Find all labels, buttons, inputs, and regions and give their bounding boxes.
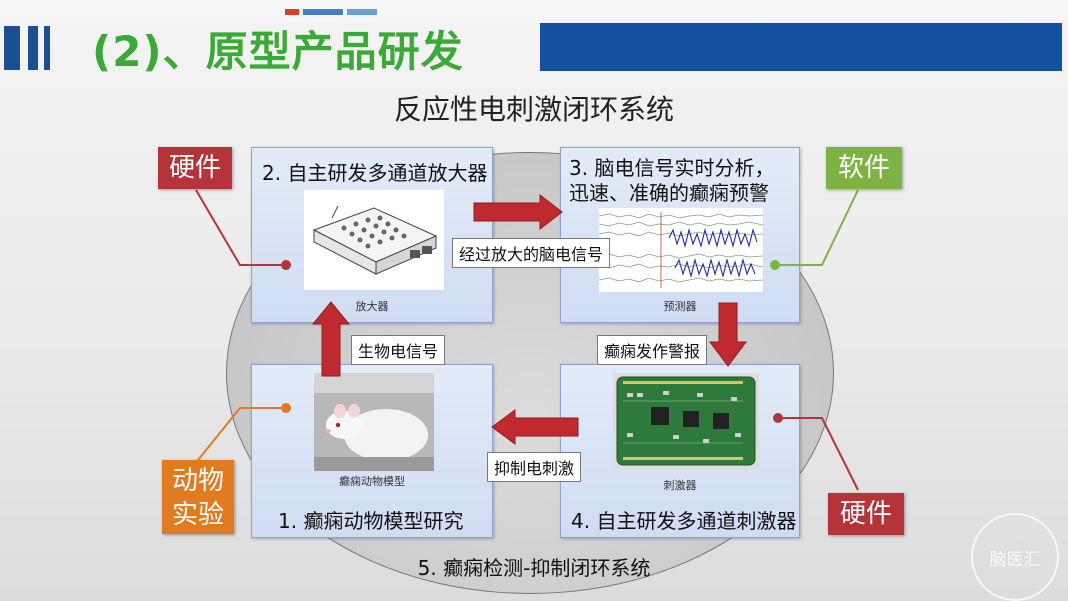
software-dot: [770, 260, 780, 270]
animal-experiment-tag: 动物 实验: [162, 460, 234, 534]
animal-box: 癫痫动物模型 1. 癫痫动物模型研究: [251, 364, 493, 538]
animal-caption: 癫痫动物模型: [339, 475, 405, 488]
analysis-label-line1: 3. 脑电信号实时分析，: [569, 156, 775, 180]
arrow-amplifier-to-analysis: [473, 193, 563, 231]
arrow-analysis-to-stimulator: [709, 302, 747, 367]
suppress-stim-note: 抑制电刺激: [487, 452, 582, 482]
animal-label: 1. 癫痫动物模型研究: [278, 509, 464, 533]
animal-tag-line2: 实验: [171, 500, 224, 530]
amplifier-label: 2. 自主研发多通道放大器: [262, 161, 488, 185]
stimulator-caption: 刺激器: [663, 479, 697, 492]
seizure-alarm-note: 癫痫发作警报: [597, 335, 708, 365]
animal-leader: [197, 407, 285, 461]
circuit-board-icon: [616, 376, 756, 466]
bio-signal-note: 生物电信号: [351, 335, 446, 365]
software-tag: 软件: [826, 147, 902, 189]
analysis-caption: 预测器: [663, 300, 697, 313]
stimulator-box: 刺激器 4. 自主研发多通道刺激器: [560, 364, 800, 538]
diagram-title: 反应性电刺激闭环系统: [393, 93, 674, 126]
hardware-tag-bottom: 硬件: [828, 493, 904, 535]
top-strip: [0, 0, 1068, 22]
animal-dot: [281, 403, 291, 413]
arrow-stimulator-to-animal: [491, 409, 579, 445]
hardware-top-leader: [195, 189, 285, 266]
header-bar: [540, 23, 1062, 71]
software-leader: [775, 189, 859, 266]
hardware-top-dot: [281, 260, 291, 270]
animal-tag-line1: 动物: [171, 466, 224, 496]
closed-loop-footer: 5. 癫痫检测-抑制闭环系统: [417, 556, 651, 580]
amplifier-image: [304, 190, 444, 290]
amplifier-device-icon: [312, 205, 438, 275]
amplifier-box: 2. 自主研发多通道放大器 放大器: [251, 147, 493, 323]
watermark-logo: 脑医汇: [971, 513, 1059, 601]
hardware-tag-top: 硬件: [158, 147, 232, 189]
analysis-box: 3. 脑电信号实时分析， 迅速、准确的癫痫预警 预测器: [560, 147, 800, 323]
hardware-bottom-dot: [773, 413, 783, 423]
page-title: (2)、原型产品研发: [92, 27, 464, 76]
logo-fragment: [285, 0, 405, 15]
amplified-signal-note: 经过放大的脑电信号: [452, 238, 611, 268]
stimulator-label: 4. 自主研发多通道刺激器: [571, 509, 797, 533]
analysis-label-line2: 迅速、准确的癫痫预警: [569, 181, 769, 205]
rat-image: [314, 373, 434, 471]
rat-photo-icon: [314, 373, 434, 471]
hardware-bottom-leader: [778, 417, 859, 491]
arrow-animal-to-amplifier: [311, 301, 351, 377]
eeg-image: [598, 208, 764, 292]
amplifier-caption: 放大器: [355, 300, 389, 313]
circuit-image: [613, 373, 759, 469]
eeg-waveform-icon: [598, 212, 764, 288]
